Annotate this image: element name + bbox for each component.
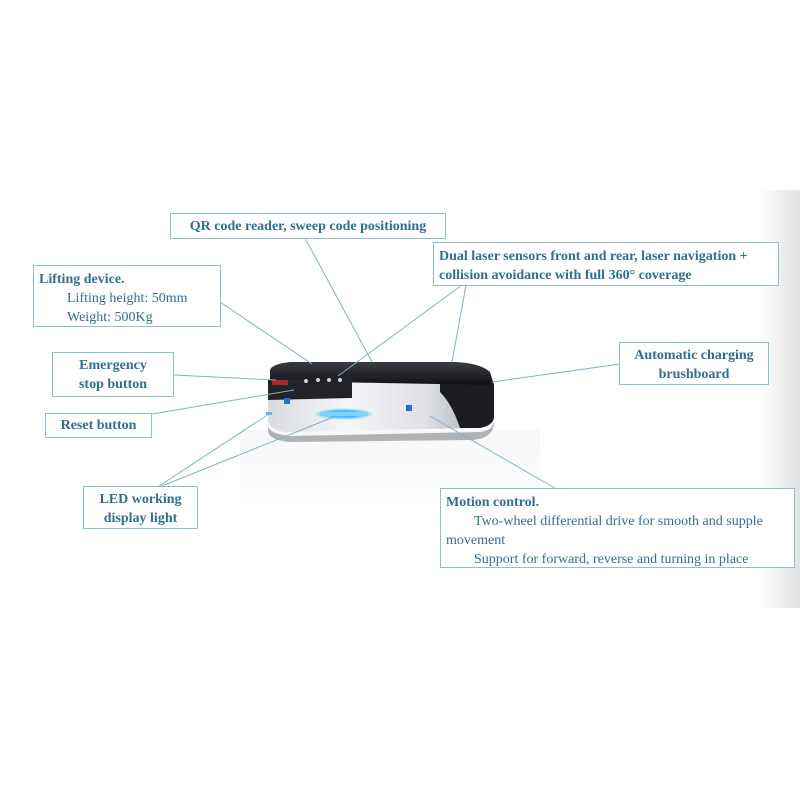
callout-motion-control: Motion control. Two-wheel differential d… [440, 488, 795, 568]
leader-line-emergency [173, 374, 277, 381]
sensor-dot [316, 378, 320, 382]
leader-line-lifting [219, 301, 313, 365]
callout-reset-button: Reset button [45, 413, 152, 438]
status-badge-right [406, 405, 412, 411]
emergency-line1: Emergency [79, 358, 147, 373]
lifting-height: Lifting height: 50mm [67, 291, 188, 306]
robot-shadow [268, 420, 494, 442]
motion-line2: movement [446, 533, 506, 548]
motion-title: Motion control. [446, 495, 540, 510]
reset-label: Reset button [60, 418, 137, 433]
leader-line-led-2 [151, 415, 337, 491]
callout-led-light: LED working display light [83, 486, 198, 529]
leader-line-charging [491, 363, 621, 383]
led-line2: display light [103, 511, 178, 526]
leader-line-motion [429, 415, 559, 491]
motion-line1: Two-wheel differential drive for smooth … [474, 514, 763, 529]
qr-reader-label: QR code reader, sweep code positioning [189, 219, 427, 234]
led-line1: LED working [99, 492, 182, 507]
sensor-dot [327, 378, 331, 382]
emergency-line2: stop button [78, 377, 148, 392]
charging-line1: Automatic charging [634, 348, 754, 363]
leader-line-led-1 [149, 411, 273, 493]
lifting-weight: Weight: 500Kg [67, 310, 153, 325]
callout-lifting-device: Lifting device. Lifting height: 50mm Wei… [33, 265, 221, 327]
leader-line-laser-front [337, 284, 463, 377]
sensor-dot [338, 378, 342, 382]
led-light-bar [320, 412, 368, 416]
callout-charging-brushboard: Automatic charging brushboard [619, 342, 769, 385]
leader-line-qr [304, 237, 373, 363]
laser-label-line2: collision avoidance with full 360° cover… [439, 268, 692, 283]
front-bumper [268, 378, 352, 400]
callout-qr-reader: QR code reader, sweep code positioning [170, 213, 446, 239]
emergency-stop-marker [272, 380, 288, 385]
callout-laser-sensors: Dual laser sensors front and rear, laser… [433, 242, 779, 286]
charging-line2: brushboard [658, 367, 730, 382]
motion-line3: Support for forward, reverse and turning… [474, 552, 749, 567]
leader-line-laser-rear [451, 284, 467, 363]
robot-side-panel [440, 380, 494, 428]
lifting-title: Lifting device. [39, 272, 125, 287]
sensor-dot [304, 379, 308, 383]
status-badge-left [284, 398, 290, 404]
leader-line-reset [151, 389, 295, 415]
laser-label-line1: Dual laser sensors front and rear, laser… [439, 249, 748, 264]
callout-emergency-stop: Emergency stop button [52, 352, 174, 397]
